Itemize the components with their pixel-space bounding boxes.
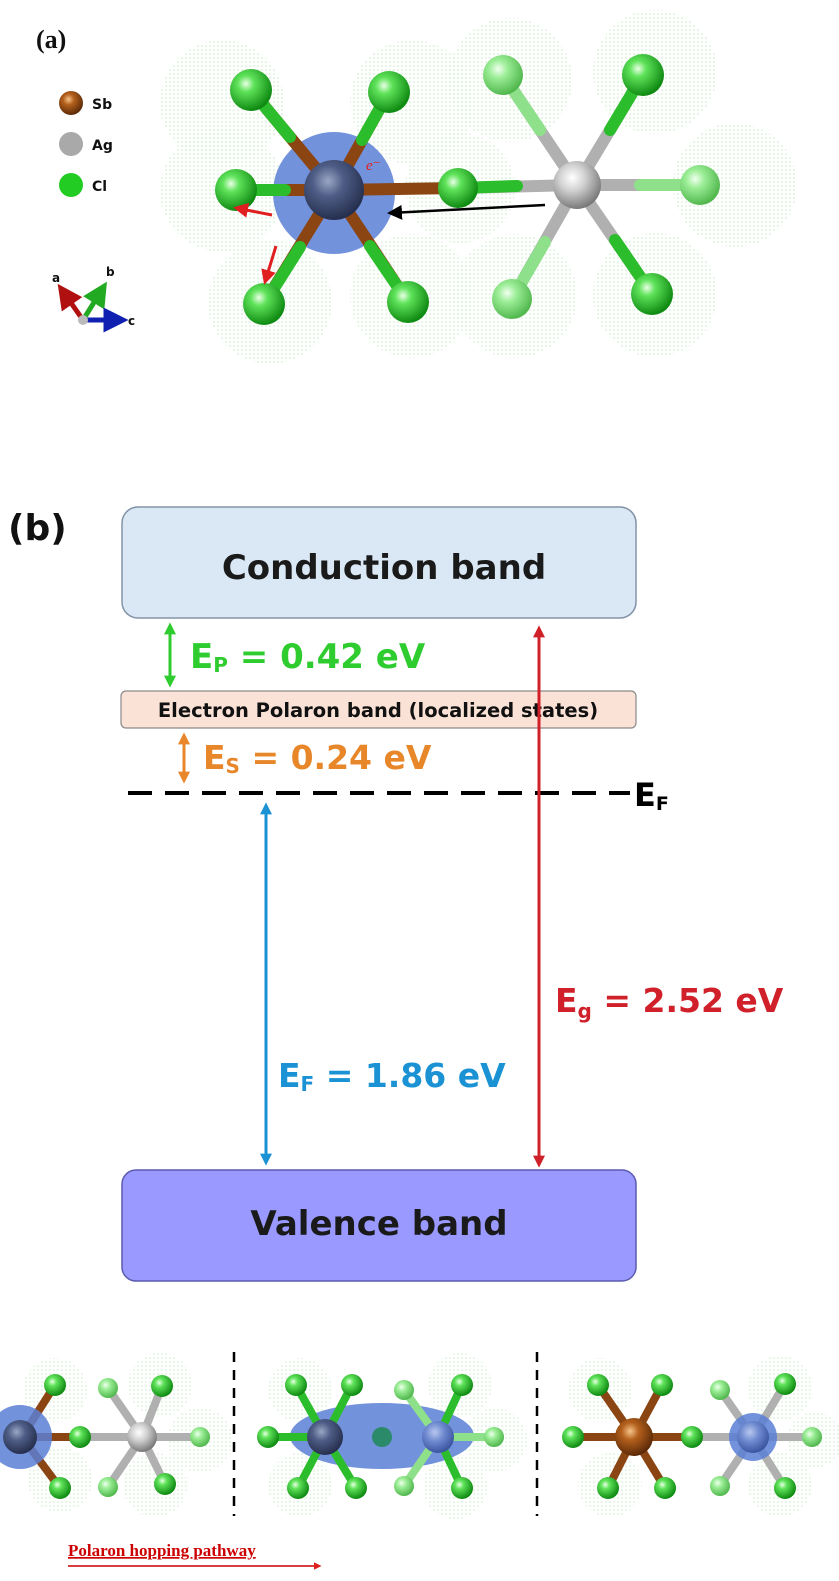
ep-label: EP = 0.42 eV [190, 637, 426, 677]
hopping-frame-3 [562, 1356, 839, 1517]
axis-origin [78, 315, 88, 325]
axis-b-label: b [106, 265, 115, 279]
legend-cl-swatch [59, 173, 83, 197]
ag-atom [553, 161, 601, 209]
hopping-frame-1 [0, 1353, 232, 1517]
electron-transfer-arrow [387, 203, 546, 220]
panel-a-label: (a) [36, 25, 66, 54]
displacement-arrow-left [233, 202, 273, 218]
crystal-structure-a: e⁻ [160, 10, 797, 364]
sb-atom-polaron [304, 160, 364, 220]
panel-b-label: (b) [8, 508, 67, 549]
conduction-band-label: Conduction band [222, 548, 546, 588]
axis-a-label: a [52, 271, 60, 285]
valence-band-label: Valence band [250, 1204, 507, 1244]
panel-c-hopping: Polaron hopping pathway [0, 1352, 839, 1570]
ef-label: EF = 1.86 eV [278, 1056, 506, 1096]
hopping-frame-2 [257, 1353, 527, 1519]
axis-c-label: c [128, 314, 135, 328]
conduction-band-box [121, 506, 637, 619]
legend-ag-label: Ag [92, 138, 113, 154]
fermi-level-label: EF [634, 776, 669, 815]
displacement-arrow-down [261, 245, 278, 285]
polaron-band-label: Electron Polaron band (localized states) [158, 699, 598, 722]
es-label: ES = 0.24 eV [203, 738, 432, 778]
panel-a: (a) Sb Ag Cl a b c [36, 10, 797, 364]
legend-sb-swatch [59, 91, 83, 115]
hopping-caption: Polaron hopping pathway [68, 1541, 256, 1560]
electron-label: e⁻ [366, 158, 381, 174]
legend-sb-label: Sb [92, 97, 112, 113]
axis-b-arrow [80, 281, 107, 322]
axis-a-arrow [57, 283, 86, 322]
eg-label: Eg = 2.52 eV [555, 981, 784, 1023]
panel-b: (b) Conduction band EP = 0.42 eV Electro… [8, 506, 784, 1282]
valence-band-box [121, 1169, 637, 1282]
crystal-axes-triad: a b c [52, 265, 135, 333]
atom-legend: Sb Ag Cl [59, 91, 113, 197]
legend-cl-label: Cl [92, 179, 107, 195]
polaron-band-box [120, 690, 637, 729]
cl-atoms [215, 54, 720, 325]
legend-ag-swatch [59, 132, 83, 156]
